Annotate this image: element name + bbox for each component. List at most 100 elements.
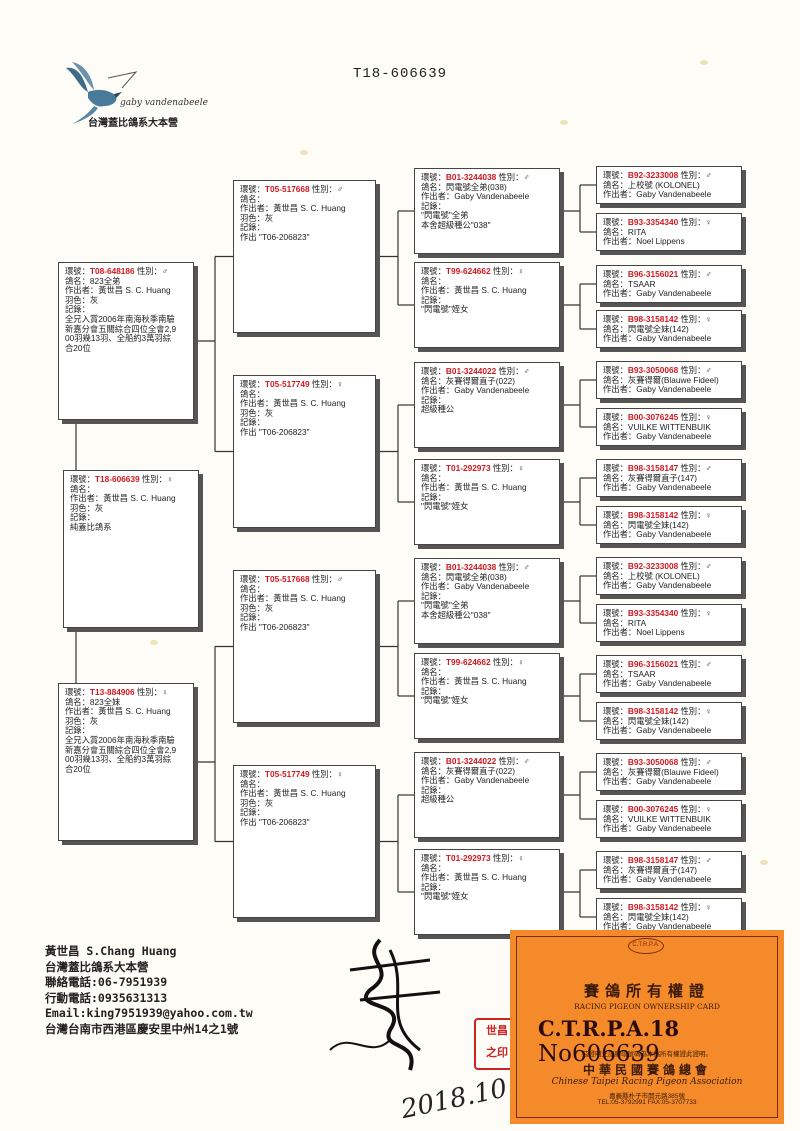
field-label: 記錄： — [65, 304, 90, 315]
field-value: 823全弟 — [89, 275, 121, 286]
ring-number: T01-292973 — [445, 463, 491, 473]
sex-value: 性別：♀ — [490, 657, 525, 667]
ring-row: 環號：B92-3233008 性別：♂ — [603, 170, 735, 181]
card-note: 全兄入賞2006年南海秋季南驗 新嘉分會五關綜合四位全會2,9 00羽幾13羽、… — [65, 313, 177, 353]
sex-value: 性別：♀ — [309, 769, 344, 779]
field-label: 羽色： — [240, 797, 265, 808]
field-value: Gaby Vandenabeele — [636, 776, 712, 787]
field-value: 灰賽得爾直子(147) — [627, 472, 698, 483]
field-value: Gaby Vandenabeele — [454, 385, 530, 396]
field-label: 環號： — [603, 608, 628, 618]
field-label: 鴿名： — [603, 570, 628, 581]
field-value: 黃世昌 S. C. Huang — [454, 676, 527, 687]
field-value: 灰 — [94, 502, 104, 513]
field-label: 環號： — [421, 562, 446, 572]
field-label: 環號： — [70, 474, 95, 484]
field-value: 灰 — [264, 407, 274, 418]
certificate-org-cn: 中華民國賽鴿總會 — [582, 1063, 711, 1077]
field-label: 鴿名： — [603, 226, 628, 237]
field-label: 環號： — [240, 574, 265, 584]
ring-number: T99-624662 — [445, 657, 491, 667]
field-label: 鴿名： — [603, 472, 628, 483]
field-label: 記錄： — [65, 725, 90, 736]
paper-speck — [300, 150, 308, 155]
club-logo: gaby vandenabeele 台灣蓋比鴿系大本營 — [58, 58, 208, 138]
ring-row: 環號：T01-292973 性別：♀ — [421, 463, 553, 474]
pedigree-card-h12: 環號：B98-3158142 性別：♀鴿名：閃電號全妹(142)作出者：Gaby… — [596, 702, 742, 740]
field-value: Gaby Vandenabeele — [454, 775, 530, 786]
field-value: 閃電號全弟(038) — [445, 571, 507, 582]
ring-row: 環號：B98-3158142 性別：♀ — [603, 510, 735, 521]
ring-number: B98-3158142 — [627, 706, 679, 716]
ring-number: B00-3076245 — [627, 412, 679, 422]
ring-row: 環號：T99-624662 性別：♀ — [421, 266, 553, 277]
field-label: 羽色： — [240, 602, 265, 613]
sex-value: 性別：♂ — [309, 574, 344, 584]
field-label: 鴿名： — [603, 911, 628, 922]
field-value: Noel Lippens — [636, 236, 685, 247]
field-label: 鴿名： — [603, 715, 628, 726]
field-label: 作出者： — [603, 823, 637, 834]
pedigree-card-g6: 環號：T99-624662 性別：♀鴿名：作出者：黃世昌 S. C. Huang… — [414, 653, 560, 739]
pedigree-card-g8: 環號：T01-292973 性別：♀鴿名：作出者：黃世昌 S. C. Huang… — [414, 849, 560, 935]
ring-number: B01-3244022 — [445, 366, 497, 376]
field-label: 鴿名： — [421, 666, 446, 677]
ring-number: T05-517668 — [264, 574, 310, 584]
paper-speck — [700, 60, 708, 65]
field-label: 環號： — [603, 706, 628, 716]
field-label: 環號： — [65, 687, 90, 697]
sex-value: 性別：♀ — [678, 412, 712, 422]
field-value: 灰賽得爾直子(022) — [445, 765, 516, 776]
ring-row: 環號：T08-648186 性別：♂ — [65, 266, 187, 277]
sex-value: 性別：♂ — [309, 184, 344, 194]
pedigree-card-h5: 環號：B93-3050068 性別：♂鴿名：灰賽得爾(Blauwe Fideel… — [596, 361, 742, 399]
field-value: 黃世昌 S. C. Huang — [454, 482, 527, 493]
field-label: 鴿名： — [603, 323, 628, 334]
field-label: 鴿名： — [603, 864, 628, 875]
ring-number: B00-3076245 — [627, 804, 679, 814]
field-label: 作出者： — [603, 288, 637, 299]
ring-row: 環號：B93-3050068 性別：♂ — [603, 365, 735, 376]
ring-row: 環號：B00-3076245 性別：♀ — [603, 804, 735, 815]
field-label: 環號： — [603, 314, 628, 324]
sex-value: 性別：♀ — [490, 463, 525, 473]
ring-number: B93-3050068 — [627, 365, 679, 375]
field-label: 鴿名： — [421, 862, 446, 873]
field-value: 黃世昌 S. C. Huang — [273, 788, 346, 799]
field-value: VUILKE WITTENBUIK — [627, 813, 711, 824]
field-label: 記錄： — [421, 491, 446, 502]
pedigree-card-dd: 環號：T05-517749 性別：♀鴿名：作出者：黃世昌 S. C. Huang… — [233, 765, 376, 918]
pedigree-card-g7: 環號：B01-3244022 性別：♂鴿名：灰賽得爾直子(022)作出者：Gab… — [414, 752, 560, 838]
sex-value: 性別：♂ — [678, 170, 712, 180]
field-value: Gaby Vandenabeele — [636, 288, 712, 299]
certificate-seal: C.T.R.P.A. — [628, 938, 664, 954]
field-label: 鴿名： — [421, 375, 446, 386]
pedigree-card-g5: 環號：B01-3244038 性別：♂鴿名：閃電號全弟(038)作出者：Gaby… — [414, 558, 560, 644]
field-label: 環號： — [421, 366, 446, 376]
field-label: 環號： — [603, 463, 628, 473]
field-value: 灰 — [89, 294, 99, 305]
field-label: 環號： — [603, 757, 628, 767]
field-label: 作出者： — [421, 676, 455, 687]
field-label: 作出者： — [603, 431, 637, 442]
field-label: 鴿名： — [603, 278, 628, 289]
contact-org: 台灣蓋比鴿系大本營 — [45, 959, 149, 974]
ring-row: 環號：B98-3158142 性別：♀ — [603, 902, 735, 913]
sex-value: 性別：♀ — [678, 314, 712, 324]
field-label: 鴿名： — [65, 275, 90, 286]
field-value: Gaby Vandenabeele — [636, 189, 712, 200]
field-label: 記錄： — [240, 612, 265, 623]
field-label: 環號： — [240, 769, 265, 779]
field-label: 羽色： — [240, 212, 265, 223]
field-label: 環號： — [421, 756, 446, 766]
field-value: RITA — [627, 617, 647, 628]
pedigree-card-dam: 環號：T13-884906 性別：♀鴿名：823全妹作出者：黃世昌 S. C. … — [58, 683, 194, 841]
field-label: 環號： — [603, 902, 628, 912]
field-label: 鴿名： — [65, 696, 90, 707]
field-label: 環號： — [603, 510, 628, 520]
certificate-border — [516, 936, 778, 1118]
card-note: "閃電號"全弟 本舍超級種公"038" — [421, 210, 491, 230]
